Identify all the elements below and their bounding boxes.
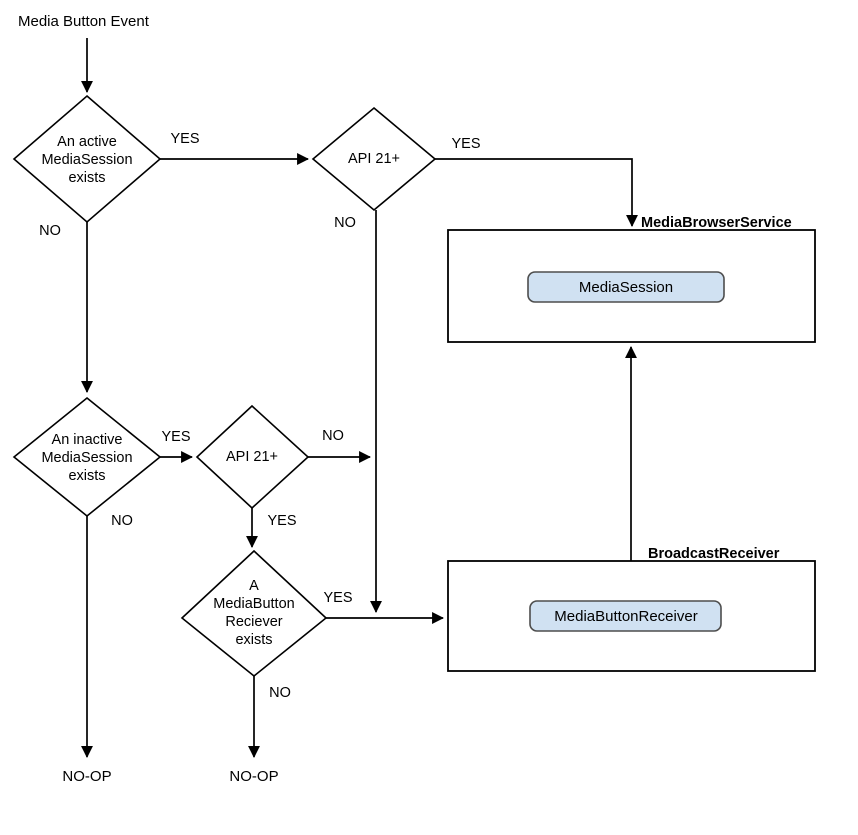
edge-label-active-session-no: NO (39, 223, 61, 239)
container-broadcastreceiver (447, 560, 816, 672)
edge-api21-top-yes-to-mediabrowserservice (435, 158, 638, 227)
edge-label-mediabutton-receiver-no: NO (269, 685, 291, 701)
decision-inactive-mediasession-line-1: MediaSession (41, 450, 132, 466)
node-mediabuttonreceiver[interactable] (529, 600, 722, 632)
decision-active-mediasession-line-1: MediaSession (41, 152, 132, 168)
container-title-mediabrowserservice: MediaBrowserService (641, 215, 792, 231)
edge-label-api21-bottom-no: NO (322, 428, 344, 444)
decision-active-mediasession-line-0: An active (57, 134, 117, 150)
container-title-broadcastreceiver: BroadcastReceiver (648, 546, 780, 562)
edge-label-inactive-session-yes: YES (161, 429, 190, 445)
decision-mediabutton-receiver-line-2: Reciever (225, 614, 282, 630)
edge-label-mediabutton-receiver-yes: YES (323, 590, 352, 606)
edge-label-inactive-session-no: NO (111, 513, 133, 529)
decision-inactive-mediasession-line-2: exists (68, 468, 105, 484)
edge-label-api21-bottom-yes: YES (267, 513, 296, 529)
terminal-noop-left: NO-OP (62, 768, 111, 785)
decision-mediabutton-receiver-line-1: MediaButton (213, 596, 294, 612)
decision-mediabutton-receiver-line-3: exists (235, 632, 272, 648)
decision-api21-top-label: API 21+ (348, 151, 400, 167)
edge-label-active-session-yes: YES (170, 131, 199, 147)
edge-label-api21-top-yes: YES (451, 136, 480, 152)
decision-active-mediasession-line-2: exists (68, 170, 105, 186)
node-mediasession[interactable] (527, 271, 725, 303)
decision-mediabutton-receiver-line-0: A (249, 578, 259, 594)
start-label: Media Button Event (18, 13, 150, 30)
terminal-noop-middle: NO-OP (229, 768, 278, 785)
node-mediabuttonreceiver-label: MediaButtonReceiver (554, 608, 697, 625)
decision-inactive-mediasession-line-0: An inactive (52, 432, 123, 448)
decision-api21-bottom-label: API 21+ (226, 449, 278, 465)
node-mediasession-label: MediaSession (579, 279, 673, 296)
decision-api21-top[interactable] (311, 106, 437, 212)
edge-label-api21-top-no: NO (334, 215, 356, 231)
